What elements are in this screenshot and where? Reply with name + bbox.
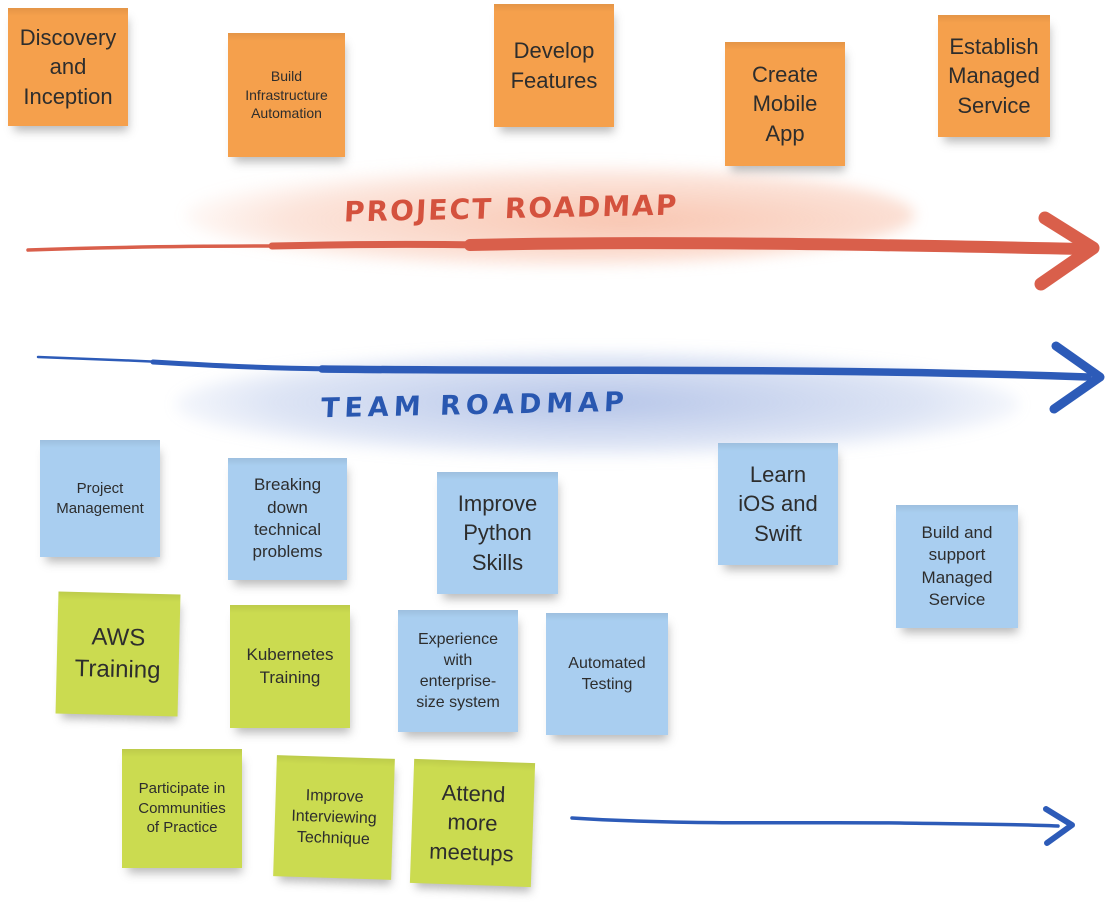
project-arrowhead-icon — [1034, 211, 1100, 291]
team-roadmap-label[interactable]: TEAM ROADMAP — [320, 386, 630, 425]
sticky-note-build-infrastructure-automation[interactable]: Build Infrastructure Automation — [228, 33, 345, 157]
note-text: Create Mobile App — [751, 62, 819, 146]
team-arrowhead-icon — [1049, 341, 1105, 414]
sticky-note-attend-more-meetups[interactable]: Attend more meetups — [409, 758, 536, 888]
sticky-note-improve-interviewing-technique[interactable]: Improve Interviewing Technique — [273, 755, 395, 880]
note-text: Develop Features — [510, 38, 598, 93]
note-text: Build and support Managed Service — [921, 522, 993, 609]
sticky-note-learn-ios-and-swift[interactable]: Learn iOS and Swift — [718, 443, 838, 565]
bottom-timeline-arrow[interactable] — [570, 806, 1075, 846]
sticky-note-project-management[interactable]: Project Management — [40, 440, 160, 557]
sticky-note-automated-testing[interactable]: Automated Testing — [546, 613, 668, 735]
note-text: Discovery and Inception — [19, 25, 117, 109]
note-text: Learn iOS and Swift — [738, 462, 818, 546]
note-text: Participate in Communities of Practice — [138, 779, 226, 837]
sticky-note-aws-training[interactable]: AWS Training — [55, 591, 181, 717]
note-text: Automated Testing — [568, 654, 646, 693]
note-text: Attend more meetups — [428, 780, 515, 866]
project-roadmap-label[interactable]: PROJECT ROADMAP — [343, 188, 680, 229]
note-text: Improve Python Skills — [457, 491, 538, 575]
sticky-note-breaking-down-technical-problems[interactable]: Breaking down technical problems — [228, 458, 347, 580]
note-text: Establish Managed Service — [948, 34, 1040, 118]
note-text: Build Infrastructure Automation — [245, 68, 328, 122]
sticky-note-participate-communities-of-practice[interactable]: Participate in Communities of Practice — [122, 749, 242, 868]
note-text: Breaking down technical problems — [252, 475, 323, 562]
sticky-note-establish-managed-service[interactable]: Establish Managed Service — [938, 15, 1050, 137]
note-text: Improve Interviewing Technique — [291, 786, 377, 849]
note-text: AWS Training — [74, 623, 161, 685]
sticky-note-develop-features[interactable]: Develop Features — [494, 4, 614, 127]
sticky-note-kubernetes-training[interactable]: Kubernetes Training — [230, 605, 350, 728]
note-text: Experience with enterprise- size system — [416, 630, 500, 712]
sticky-note-improve-python-skills[interactable]: Improve Python Skills — [437, 472, 558, 594]
note-text: Project Management — [56, 479, 144, 517]
sticky-note-discovery-and-inception[interactable]: Discovery and Inception — [8, 8, 128, 126]
bottom-arrowhead-icon — [1043, 806, 1075, 846]
sticky-note-experience-enterprise-size-system[interactable]: Experience with enterprise- size system — [398, 610, 518, 732]
sticky-note-create-mobile-app[interactable]: Create Mobile App — [725, 42, 845, 166]
sticky-note-build-and-support-managed-service[interactable]: Build and support Managed Service — [896, 505, 1018, 628]
note-text: Kubernetes Training — [246, 645, 334, 687]
project-roadmap-arrow[interactable] — [26, 211, 1100, 291]
